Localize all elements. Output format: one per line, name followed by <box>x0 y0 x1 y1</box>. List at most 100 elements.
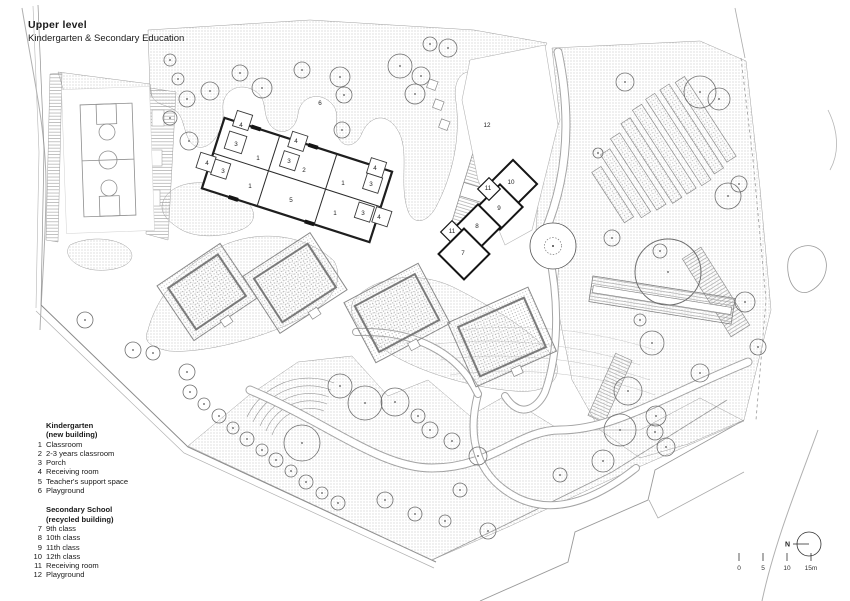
secondary-school-building <box>437 158 539 281</box>
hatch-below-court <box>67 238 133 271</box>
legend-item-label: Receiving room <box>46 467 99 477</box>
room-label: 4 <box>205 160 209 167</box>
legend-subheading: (new building) <box>46 430 98 440</box>
title-block: Upper level Kindergarten & Secondary Edu… <box>28 19 184 44</box>
tree <box>251 77 273 99</box>
tree <box>646 423 664 441</box>
room-label: 4 <box>239 122 243 129</box>
legend-item-label: 12th class <box>46 551 81 561</box>
trees-layer <box>76 36 767 540</box>
tree <box>634 238 702 306</box>
sand-circle <box>529 222 577 270</box>
tree <box>730 175 748 193</box>
room-label: 12 <box>483 122 491 129</box>
legend-item-number: 9 <box>37 542 42 552</box>
room-label: 3 <box>287 158 291 165</box>
tree <box>407 506 423 522</box>
legend-item: 2 2-3 years classroom <box>30 449 128 458</box>
tree <box>179 131 199 151</box>
tree <box>749 338 767 356</box>
room-label: 1 <box>333 210 337 217</box>
scale-tick-label: 5 <box>761 565 765 572</box>
playground-steps <box>426 78 451 131</box>
legend-heading: Secondary School <box>46 505 113 515</box>
legend-item-label: Teacher's support space <box>46 476 129 486</box>
existing-roofs <box>156 232 558 388</box>
tree <box>468 446 488 466</box>
legend-item: 11 Receiving room <box>30 561 128 570</box>
tree <box>452 482 468 498</box>
room-label: 10 <box>507 179 515 186</box>
stair-band-south <box>587 352 633 424</box>
legend-item-label: 10th class <box>46 533 81 543</box>
room-label: 6 <box>318 100 322 107</box>
legend-item: 4 Receiving room <box>30 467 128 476</box>
tree <box>552 467 568 483</box>
tree <box>707 87 731 111</box>
tree <box>293 61 311 79</box>
room-label: 4 <box>294 138 298 145</box>
room-label: 3 <box>234 141 238 148</box>
north-indicator: N <box>785 531 822 557</box>
tree <box>714 182 742 210</box>
court-west-strip <box>45 72 63 243</box>
legend-item-label: Playground <box>46 486 85 496</box>
room-label: 4 <box>377 214 381 221</box>
tree <box>479 522 497 540</box>
tree <box>231 64 249 82</box>
legend-item-label: Porch <box>46 458 66 468</box>
legend-item-number: 10 <box>33 551 42 561</box>
room-label: 11 <box>485 185 492 192</box>
tree <box>178 363 196 381</box>
tree <box>283 424 321 462</box>
tree <box>178 90 196 108</box>
tree <box>380 387 410 417</box>
tree <box>329 66 351 88</box>
tree <box>211 408 227 424</box>
tree <box>315 486 329 500</box>
tree <box>163 53 177 67</box>
tree <box>330 495 346 511</box>
legend-item-label: 9th class <box>46 523 76 533</box>
tree <box>284 464 298 478</box>
tree <box>268 452 284 468</box>
tree <box>298 474 314 490</box>
tree <box>734 291 756 313</box>
tree <box>603 413 637 447</box>
legend-item-label: 11th class <box>46 542 80 552</box>
page-subtitle: Kindergarten & Secondary Education <box>28 33 185 44</box>
tree <box>645 405 667 427</box>
tree <box>76 311 94 329</box>
tree <box>162 110 178 126</box>
tree <box>690 363 710 383</box>
tree <box>226 421 240 435</box>
legend-item: 10 12th class <box>30 552 128 561</box>
tree <box>683 75 717 109</box>
tree <box>239 431 255 447</box>
tree <box>613 376 643 406</box>
legend-item-number: 4 <box>37 467 42 477</box>
north-label: N <box>785 542 790 549</box>
legend-item-number: 2 <box>37 448 42 458</box>
tree <box>124 341 142 359</box>
legend-item-label: Classroom <box>46 439 83 449</box>
ramp-bridge <box>588 275 736 325</box>
tree <box>387 53 413 79</box>
page-title: Upper level <box>28 19 87 31</box>
legend-item-label: 2-3 years classroom <box>46 448 115 458</box>
tree <box>376 491 394 509</box>
legend-item-label: Receiving room <box>46 561 99 571</box>
tree <box>656 437 676 457</box>
scale-tick-label: 0 <box>737 565 741 572</box>
legend-item-number: 11 <box>34 561 42 571</box>
